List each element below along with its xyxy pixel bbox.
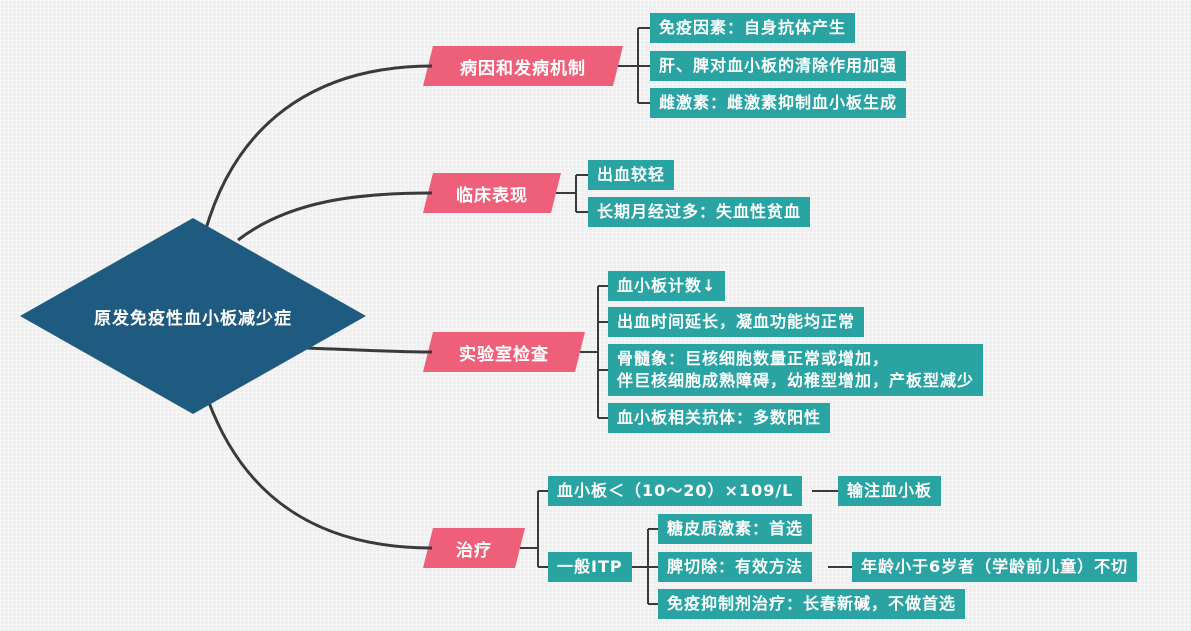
treat-platelet-threshold[interactable]: 血小板＜（10～20）×109/L [548,476,803,506]
leaf-antibody[interactable]: 血小板相关抗体：多数阳性 [608,403,831,433]
leaf-menorrhagia[interactable]: 长期月经过多：失血性贫血 [588,197,811,227]
leaf-mild-bleeding[interactable]: 出血较轻 [588,160,675,190]
leaf-bone-marrow[interactable]: 骨髓象：巨核细胞数量正常或增加， 伴巨核细胞成熟障碍，幼稚型增加，产板型减少 [608,344,984,396]
root-label: 原发免疫性血小板减少症 [94,308,292,329]
treat-splenectomy[interactable]: 脾切除：有效方法 [658,552,813,582]
branch-etiology[interactable]: 病因和发病机制 [428,46,618,86]
link-b1 [618,27,650,104]
link-root-branch-4 [206,399,433,550]
branch-treatment[interactable]: 治疗 [428,528,520,568]
link-b3 [580,285,608,419]
leaf-bleeding-time[interactable]: 出血时间延长，凝血功能均正常 [608,307,865,337]
branch-lab[interactable]: 实验室检查 [428,332,580,372]
treat-platelet-transfusion[interactable]: 输注血小板 [838,476,942,506]
leaf-platelet-count[interactable]: 血小板计数↓ [608,271,726,301]
link-root-branch-2 [237,191,433,242]
root-node[interactable]: 原发免疫性血小板减少症 [20,218,366,414]
leaf-immune-factor[interactable]: 免疫因素：自身抗体产生 [650,13,856,43]
root-diamond [20,218,366,414]
link-b4-sub2 [632,528,658,605]
link-root-branch-1 [203,64,433,233]
leaf-liver-spleen[interactable]: 肝、脾对血小板的清除作用加强 [650,51,907,81]
leaf-estrogen[interactable]: 雌激素：雌激素抑制血小板生成 [650,88,907,118]
treat-immunosuppressant[interactable]: 免疫抑制剂治疗：长春新碱，不做首选 [658,589,966,619]
link-b4 [520,490,548,568]
link-b2 [556,174,588,213]
treat-glucocorticoid[interactable]: 糖皮质激素：首选 [658,514,813,544]
treat-general-itp[interactable]: 一般ITP [548,552,632,582]
treat-splenectomy-age[interactable]: 年龄小于6岁者（学龄前儿童）不切 [852,552,1138,582]
branch-clinical[interactable]: 临床表现 [428,173,556,213]
link-root-branch-3 [304,346,433,354]
